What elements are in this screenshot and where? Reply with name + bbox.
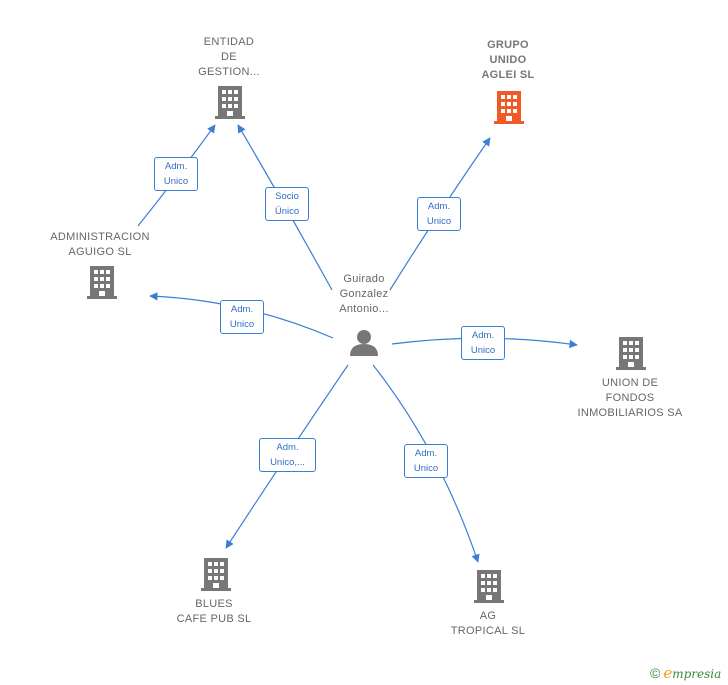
company-label-entidad[interactable]: ENTIDAD DE GESTION...: [198, 36, 260, 78]
copyright-icon: ©: [650, 665, 661, 681]
relation-label-center-admin[interactable]: Adm. Unico: [220, 300, 264, 334]
relation-label-center-union[interactable]: Adm. Unico: [461, 326, 505, 360]
empresia-logo-e: e: [663, 664, 673, 682]
building-icon[interactable]: [616, 337, 646, 370]
center-person-label[interactable]: Guirado Gonzalez Antonio...: [339, 273, 389, 315]
company-label-union[interactable]: UNION DE FONDOS INMOBILIARIOS SA: [577, 377, 683, 419]
building-icon[interactable]: [87, 266, 117, 299]
relation-label-center-entidad[interactable]: Socio Único: [265, 187, 309, 221]
building-icon[interactable]: [215, 86, 245, 119]
company-label-ag[interactable]: AG TROPICAL SL: [450, 610, 526, 637]
relation-label-center-blues[interactable]: Adm. Unico,...: [259, 438, 316, 472]
relation-label-center-grupo[interactable]: Adm. Unico: [417, 197, 461, 231]
building-icon[interactable]: [201, 558, 231, 591]
empresia-logo-text: mpresia: [672, 667, 722, 681]
relation-label-admin-entidad[interactable]: Adm. Unico: [154, 157, 198, 191]
relation-label-center-ag[interactable]: Adm. Unico: [404, 444, 448, 478]
person-icon[interactable]: [350, 330, 378, 356]
building-icon[interactable]: [494, 91, 524, 124]
company-label-administracion[interactable]: ADMINISTRACION AGUIGO SL: [50, 231, 150, 258]
company-label-grupo[interactable]: GRUPO UNIDO AGLEI SL: [481, 39, 535, 81]
company-label-blues[interactable]: BLUES CAFE PUB SL: [176, 598, 252, 625]
building-icon[interactable]: [474, 570, 504, 603]
empresia-brand[interactable]: ©empresia: [650, 664, 721, 682]
